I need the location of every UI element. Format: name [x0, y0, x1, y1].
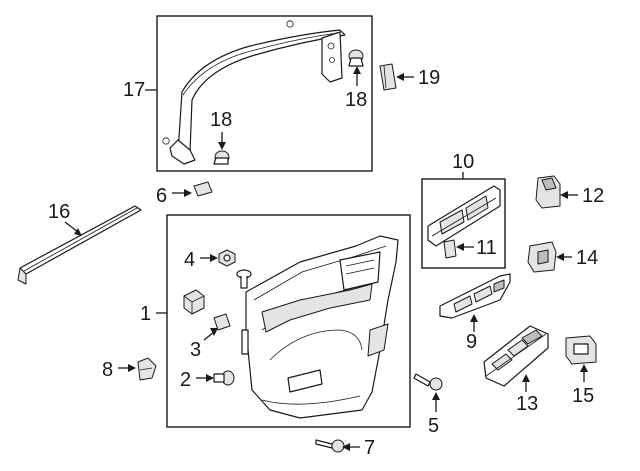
- callout-7: 7: [364, 437, 375, 459]
- arrow-8: [128, 364, 136, 372]
- callout-18-upper: 18: [345, 89, 367, 111]
- callout-14: 14: [576, 247, 598, 269]
- part-11-clip: [443, 239, 457, 259]
- part-14-switch: [527, 241, 557, 273]
- part-15-switch: [565, 335, 597, 365]
- part-8-clip: [137, 357, 157, 381]
- arrow-5: [432, 392, 440, 400]
- arrow-9: [470, 314, 478, 322]
- callout-19: 19: [418, 67, 440, 89]
- part-1-door-trim-panel: [241, 235, 399, 419]
- arrow-15: [580, 364, 588, 372]
- arrow-3: [210, 328, 218, 336]
- door-panel-group-frame: [166, 214, 411, 428]
- arrow-19: [396, 73, 404, 81]
- arrow-12: [560, 191, 568, 199]
- part-10-switch-bezel: [427, 185, 501, 247]
- part-7-screw: [315, 439, 345, 453]
- callout-11: 11: [476, 237, 497, 259]
- part-9-switch-panel: [439, 273, 511, 319]
- arrow-7: [342, 443, 350, 451]
- part-18-push-pin-lower: [213, 150, 230, 165]
- part-18-push-pin-upper: [348, 49, 364, 67]
- upper-trim-group-frame: [156, 15, 373, 172]
- part-2-push-pin: [213, 370, 235, 386]
- part-16-belt-weatherstrip: [17, 205, 142, 285]
- part-13-master-switch: [483, 325, 549, 387]
- callout-5: 5: [428, 415, 439, 437]
- callout-17: 17: [123, 79, 145, 101]
- part-6-clip: [193, 181, 213, 197]
- part-12-switch: [535, 175, 561, 209]
- arrow-16: [74, 228, 82, 236]
- arrow-4: [210, 254, 218, 262]
- arrow-18-upper: [353, 66, 361, 74]
- arrow-14: [556, 253, 564, 261]
- callout-12: 12: [582, 185, 604, 207]
- callout-1: 1: [140, 303, 151, 325]
- callout-8: 8: [102, 359, 113, 381]
- arrow-18-lower: [218, 142, 226, 150]
- part-5-screw: [413, 373, 443, 391]
- callout-13: 13: [516, 393, 538, 415]
- part-3-clip: [213, 313, 231, 331]
- callout-4: 4: [184, 249, 195, 271]
- leader-3: [203, 331, 215, 341]
- leader-16: [64, 221, 79, 233]
- panel-screw: [236, 269, 252, 289]
- callout-15: 15: [572, 385, 594, 407]
- callout-9: 9: [466, 331, 477, 353]
- part-17-window-frame-trim: [162, 20, 346, 165]
- arrow-2: [206, 374, 214, 382]
- panel-retainer-block: [183, 289, 205, 315]
- callout-3: 3: [190, 339, 201, 361]
- callout-10: 10: [452, 151, 474, 173]
- callout-6: 6: [156, 185, 167, 207]
- arrow-11: [456, 243, 464, 251]
- callout-2: 2: [180, 369, 191, 391]
- arrow-13: [522, 374, 530, 382]
- callout-16: 16: [48, 201, 70, 223]
- part-4-nut: [218, 249, 236, 267]
- part-19-clip: [379, 63, 397, 91]
- arrow-6: [184, 189, 192, 197]
- callout-18-lower: 18: [210, 109, 232, 131]
